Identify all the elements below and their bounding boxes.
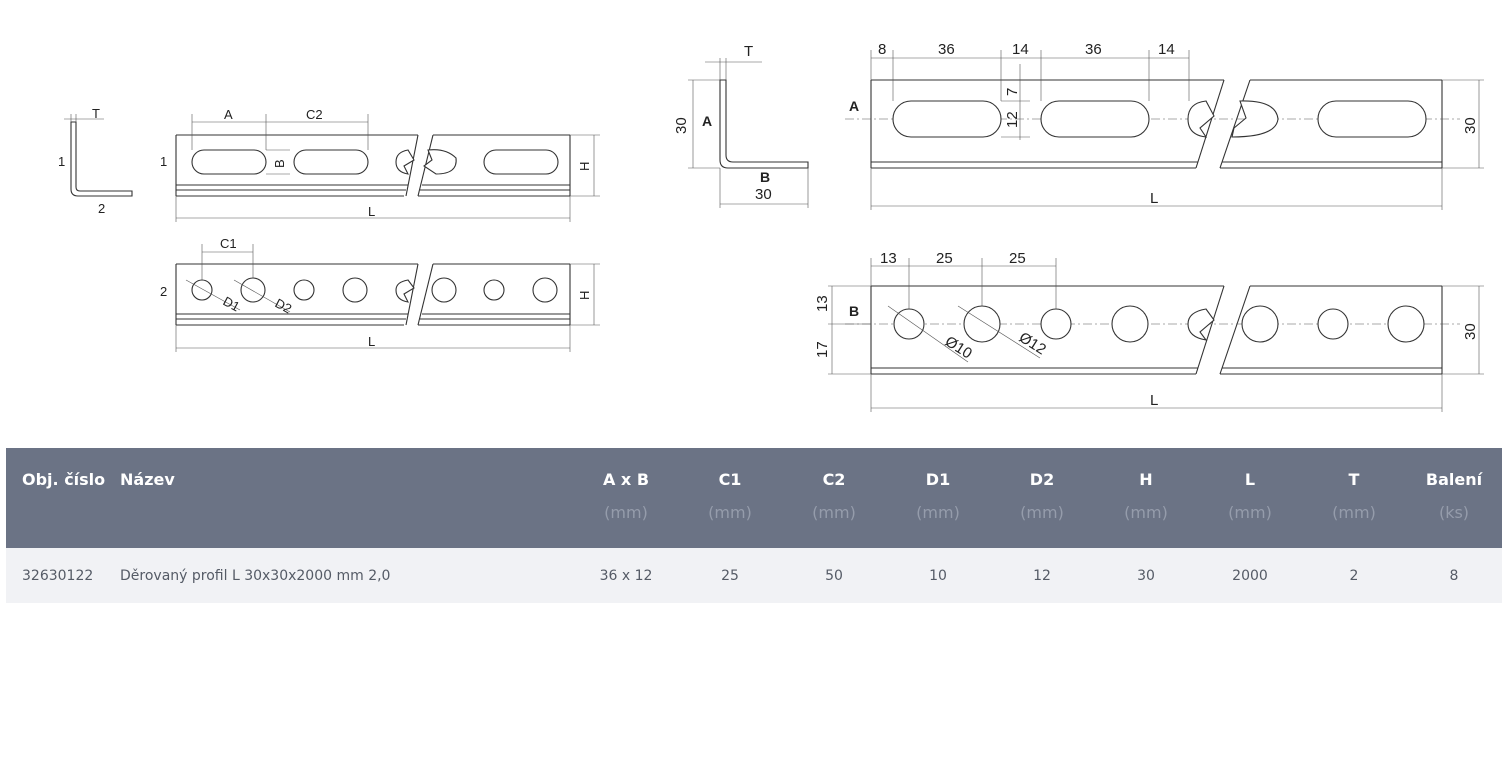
dim-13: 13 [880, 250, 897, 267]
dim-25b: 25 [1009, 250, 1026, 267]
left-h2-label: H [577, 291, 592, 300]
cell-d1: 10 [886, 548, 990, 603]
right-leg-width: 30 [755, 186, 772, 203]
left-d2-label: D2 [273, 295, 295, 316]
dim-14a: 14 [1012, 41, 1029, 58]
cell-baleni: 8 [1406, 548, 1502, 603]
header-d1: D1(mm) [916, 470, 960, 522]
cell-d2: 12 [990, 548, 1094, 603]
height-top: 30 [1462, 117, 1479, 134]
height-bottom: 30 [1462, 323, 1479, 340]
cell-axb: 36 x 12 [574, 548, 678, 603]
right-leg-height: 30 [673, 117, 690, 134]
cell-nazev[interactable]: Děrovaný profil L 30x30x2000 mm 2,0 [114, 548, 574, 603]
header-c2: C2(mm) [812, 470, 856, 522]
left-d1-label: D1 [221, 293, 243, 314]
dim-17v: 17 [814, 341, 831, 358]
cell-obj-cislo: 32630122 [6, 548, 114, 603]
right-profile-top: 8 36 14 36 14 7 12 A 30 L [845, 41, 1484, 210]
right-t-label: T [744, 43, 753, 60]
dim-13v: 13 [814, 295, 831, 312]
left-cross-section: T 1 2 [58, 106, 133, 216]
l-bottom: L [1150, 392, 1158, 409]
header-t: T(mm) [1332, 470, 1376, 522]
dim-25a: 25 [936, 250, 953, 267]
left-leg2-label: 2 [98, 201, 105, 216]
header-nazev: Název [120, 470, 175, 489]
right-cs-b-label: B [760, 169, 770, 185]
left-profile-2: 2 C1 D1 D2 H L [160, 236, 600, 352]
dim-8: 8 [878, 41, 886, 58]
right-cs-a-label: A [702, 113, 712, 129]
technical-drawings: T 1 2 1 A C2 B H [58, 41, 1484, 412]
header-d2: D2(mm) [1020, 470, 1064, 522]
dim-36a: 36 [938, 41, 955, 58]
right-top-a-label: A [849, 98, 859, 114]
left-t-label: T [92, 106, 100, 121]
header-baleni: Balení(ks) [1425, 470, 1483, 522]
cell-c2: 50 [782, 548, 886, 603]
left-profile-1: 1 A C2 B H L [160, 107, 600, 222]
left-h1-label: H [577, 162, 592, 171]
header-l: L(mm) [1228, 470, 1272, 522]
left-leg1-label: 1 [58, 154, 65, 169]
dim-12: 12 [1004, 111, 1021, 128]
left-row1-label: 1 [160, 154, 167, 169]
spec-table: Obj. číslo Název A x B(mm) C1(mm) C2(mm)… [6, 448, 1502, 603]
cell-l: 2000 [1198, 548, 1302, 603]
right-bottom-b-label: B [849, 303, 859, 319]
header-c1: C1(mm) [708, 470, 752, 522]
left-b-label: B [272, 159, 287, 168]
cell-h: 30 [1094, 548, 1198, 603]
left-l1-label: L [368, 204, 375, 219]
header-h: H(mm) [1124, 470, 1168, 522]
header-obj-cislo: Obj. číslo [22, 470, 106, 489]
dim-36b: 36 [1085, 41, 1102, 58]
dim-7: 7 [1004, 88, 1021, 96]
left-a-label: A [224, 107, 233, 122]
left-c1-label: C1 [220, 236, 237, 251]
right-cross-section: T 30 A B 30 [673, 43, 809, 208]
right-profile-bottom: 13 25 25 13 17 B Ø10 Ø12 30 L [814, 250, 1484, 412]
left-l2-label: L [368, 334, 375, 349]
header-axb: A x B(mm) [602, 470, 650, 522]
cell-c1: 25 [678, 548, 782, 603]
left-c2-label: C2 [306, 107, 323, 122]
table-header-row: Obj. číslo Název A x B(mm) C1(mm) C2(mm)… [6, 448, 1502, 548]
l-top: L [1150, 190, 1158, 207]
cell-t: 2 [1302, 548, 1406, 603]
left-row2-label: 2 [160, 284, 167, 299]
dim-14b: 14 [1158, 41, 1175, 58]
table-row[interactable]: 32630122 Děrovaný profil L 30x30x2000 mm… [6, 548, 1502, 603]
